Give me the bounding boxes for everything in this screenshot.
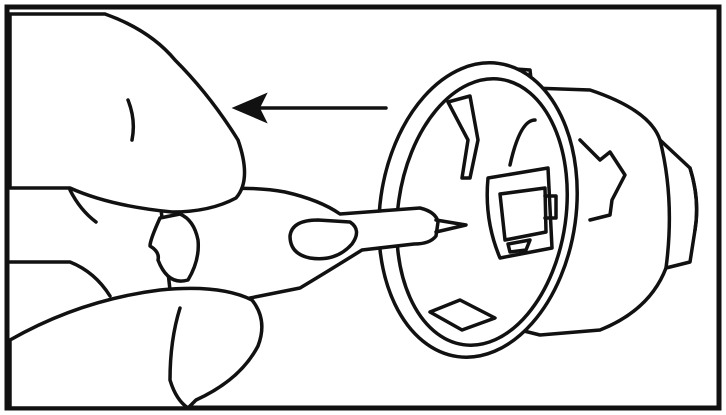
cap-end-ridge: [688, 166, 699, 232]
direction-arrow: [231, 92, 388, 124]
thumb-crease: [126, 98, 136, 142]
cap-slot-bottom: [428, 298, 497, 332]
cap-inner-wall: [508, 118, 537, 167]
cap-opening-inner: [395, 77, 569, 347]
cap-broken-tab: [578, 138, 627, 222]
cap-back-rim: [658, 138, 672, 270]
cap-slot-top: [446, 94, 480, 180]
lancet-needle: [434, 218, 468, 234]
cap-inner-tab: [506, 238, 532, 254]
lancet-device: [148, 186, 468, 302]
protective-cap: [377, 61, 699, 359]
thumb: [8, 12, 247, 298]
lancet-grip: [288, 218, 359, 261]
thumb-shape: [8, 12, 247, 214]
finger-shape: [8, 286, 264, 410]
cap-post-notch: [543, 194, 558, 220]
arrow-head: [231, 92, 268, 124]
finger-nail: [168, 306, 190, 410]
thumb-palm-line: [8, 260, 112, 298]
index-finger: [8, 286, 264, 410]
cap-post-window: [498, 186, 548, 242]
lancet-collar: [148, 212, 201, 283]
thumb-crease-lower: [68, 188, 98, 224]
